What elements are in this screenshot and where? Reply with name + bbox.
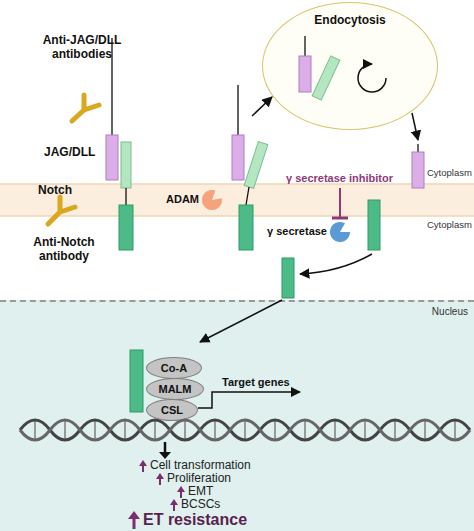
text-label: Target genes: [222, 376, 290, 389]
text-label: Cytoplasm: [427, 168, 472, 179]
notch-transmembrane: [368, 200, 380, 250]
enzyme-body: [330, 222, 350, 242]
adam-enzyme: ADAM: [202, 190, 222, 210]
membrane-edge: [0, 215, 474, 217]
increase-arrow: [180, 491, 182, 498]
node-label: MALM: [159, 383, 192, 395]
antibody-symbol: [48, 197, 75, 224]
text-label: JAG/DLL: [44, 146, 95, 160]
recycling-arrow: [358, 64, 386, 92]
increase-arrow: [159, 478, 161, 485]
notch-intracellular-domain: [282, 258, 294, 298]
text-label: Notch: [38, 184, 72, 198]
maml-oval: MALM: [146, 378, 204, 400]
outcome-arrow: [164, 442, 167, 452]
ligand-stalk: [304, 36, 305, 56]
text-label: EMT: [188, 485, 213, 499]
node-label: ADAM: [166, 193, 199, 205]
text-label: BCSCs: [181, 498, 220, 512]
increase-arrow-head: [170, 499, 178, 505]
text-label: ET resistance: [143, 511, 247, 529]
gamma-secretase-enzyme: γ secretase: [330, 222, 350, 242]
increase-arrow: [142, 465, 144, 472]
increase-arrow-head: [156, 473, 164, 479]
coactivator-oval: Co-A: [146, 357, 202, 379]
dna-rungs: [35, 421, 455, 439]
enzyme-shape: [202, 190, 222, 210]
increase-arrow: [173, 504, 175, 511]
flow-arrow: [300, 254, 372, 274]
cell-membrane-band: [0, 184, 474, 216]
text-label: γ secretase inhibitor: [286, 172, 393, 185]
enzyme-shape: [330, 222, 350, 242]
flow-arrow: [200, 300, 282, 342]
flow-arrow: [252, 97, 272, 116]
node-label: γ secretase: [267, 225, 327, 237]
notch-transmembrane: [239, 205, 253, 250]
nucleus-region: NucleusCo-A MALM CSL: [0, 300, 474, 531]
jag-dll-ligand: [106, 135, 118, 180]
node-label: Co-A: [161, 362, 187, 374]
text-label: Proliferation: [167, 472, 231, 486]
jag-dll-ligand: [412, 152, 424, 188]
increase-arrow: [133, 518, 136, 529]
notch-extracellular: [244, 142, 268, 189]
flow-arrow: [412, 113, 418, 140]
antibody-symbol: [72, 95, 99, 121]
receptor-linker: [246, 187, 249, 205]
node-label: CSL: [161, 404, 183, 416]
notch-transmembrane: [119, 205, 133, 250]
increase-arrow-head: [128, 511, 140, 519]
dna-strand: [20, 420, 470, 440]
inhibition-line: [339, 188, 341, 217]
text-label: Anti-JAG/DLL antibodies: [30, 34, 134, 62]
ligand-stalk: [237, 85, 238, 135]
dna-strand: [20, 420, 470, 440]
enzyme-body: [202, 190, 222, 210]
transcription-arrow: [198, 392, 300, 408]
text-label: Cytoplasm: [427, 220, 472, 231]
outcome-arrow-head: [159, 452, 171, 459]
jag-dll-ligand: [232, 135, 244, 180]
csl-oval: CSL: [146, 399, 198, 421]
notch-extracellular: [312, 56, 340, 100]
notch-extracellular: [121, 142, 131, 188]
inhibition-bar: [332, 217, 348, 220]
increase-arrow-head: [139, 460, 147, 466]
increase-arrow-head: [177, 486, 185, 492]
receptor-linker: [125, 188, 126, 205]
node-label: Nucleus: [432, 306, 468, 317]
ligand-stalk: [417, 144, 418, 152]
jag-dll-ligand: [299, 56, 311, 92]
text-label: Cell transformation: [150, 459, 251, 473]
node-label: Endocytosis: [263, 13, 437, 27]
text-label: Anti-Notch antibody: [14, 236, 114, 264]
notch-intracellular-domain: [130, 350, 143, 412]
endocytic-vesicle: Endocytosis: [262, 2, 438, 130]
